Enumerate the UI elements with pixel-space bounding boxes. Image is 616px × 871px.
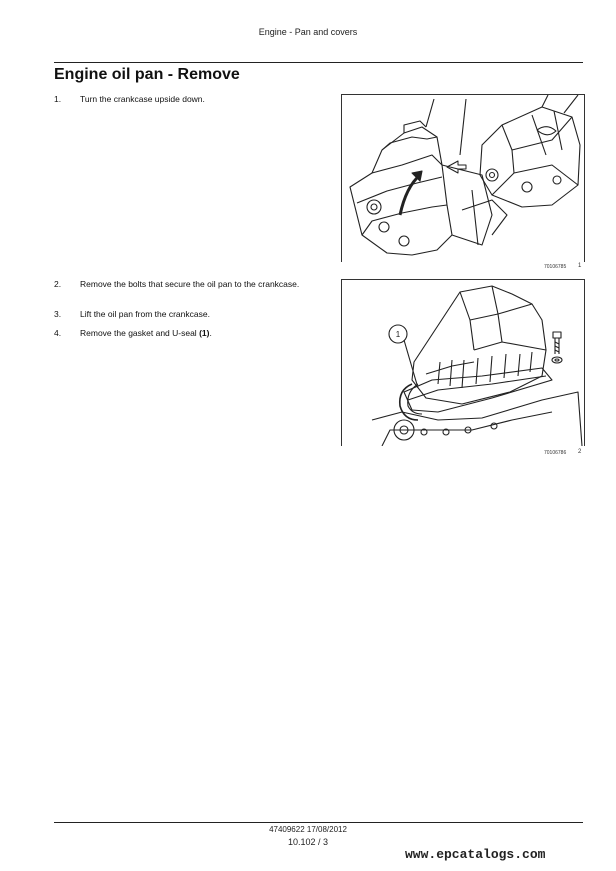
step-3: 3. Lift the oil pan from the crankcase. [54,309,318,320]
footer-rule [54,822,583,823]
figure-2-number: 2 [578,449,582,455]
step-number: 1. [54,94,62,104]
callout-label: 1 [396,330,401,339]
step-1: 1. Turn the crankcase upside down. [54,94,318,105]
watermark: www.epcatalogs.com [405,847,546,862]
figure-1-crankcase-upside-down [341,94,585,262]
step-number: 4. [54,328,62,338]
step-number: 3. [54,309,62,319]
step-4: 4. Remove the gasket and U-seal (1). [54,328,318,339]
callout-reference: (1) [199,328,210,338]
footer-page-number: 10.102 / 3 [287,837,329,847]
footer-document-code: 47409622 17/08/2012 [269,825,347,834]
oil-pan-illustration: 1 [371,285,583,446]
header-rule [54,62,583,63]
step-text: Turn the crankcase upside down. [80,94,205,104]
figure-1-code: 70106785 [544,264,567,270]
figure-1-number: 1 [578,263,582,269]
step-text: Remove the bolts that secure the oil pan… [80,279,300,289]
header-section-title: Engine - Pan and covers [258,27,358,37]
step-text: Remove the gasket and U-seal (1). [80,328,212,338]
step-number: 2. [54,279,62,289]
step-text: Lift the oil pan from the crankcase. [80,309,210,319]
crankcase-flip-illustration [349,95,581,256]
step-2: 2. Remove the bolts that secure the oil … [54,279,318,290]
figure-2-code: 70106786 [544,450,567,456]
figure-2-oil-pan-removal: 1 [341,279,585,446]
page-title: Engine oil pan - Remove [54,66,240,83]
